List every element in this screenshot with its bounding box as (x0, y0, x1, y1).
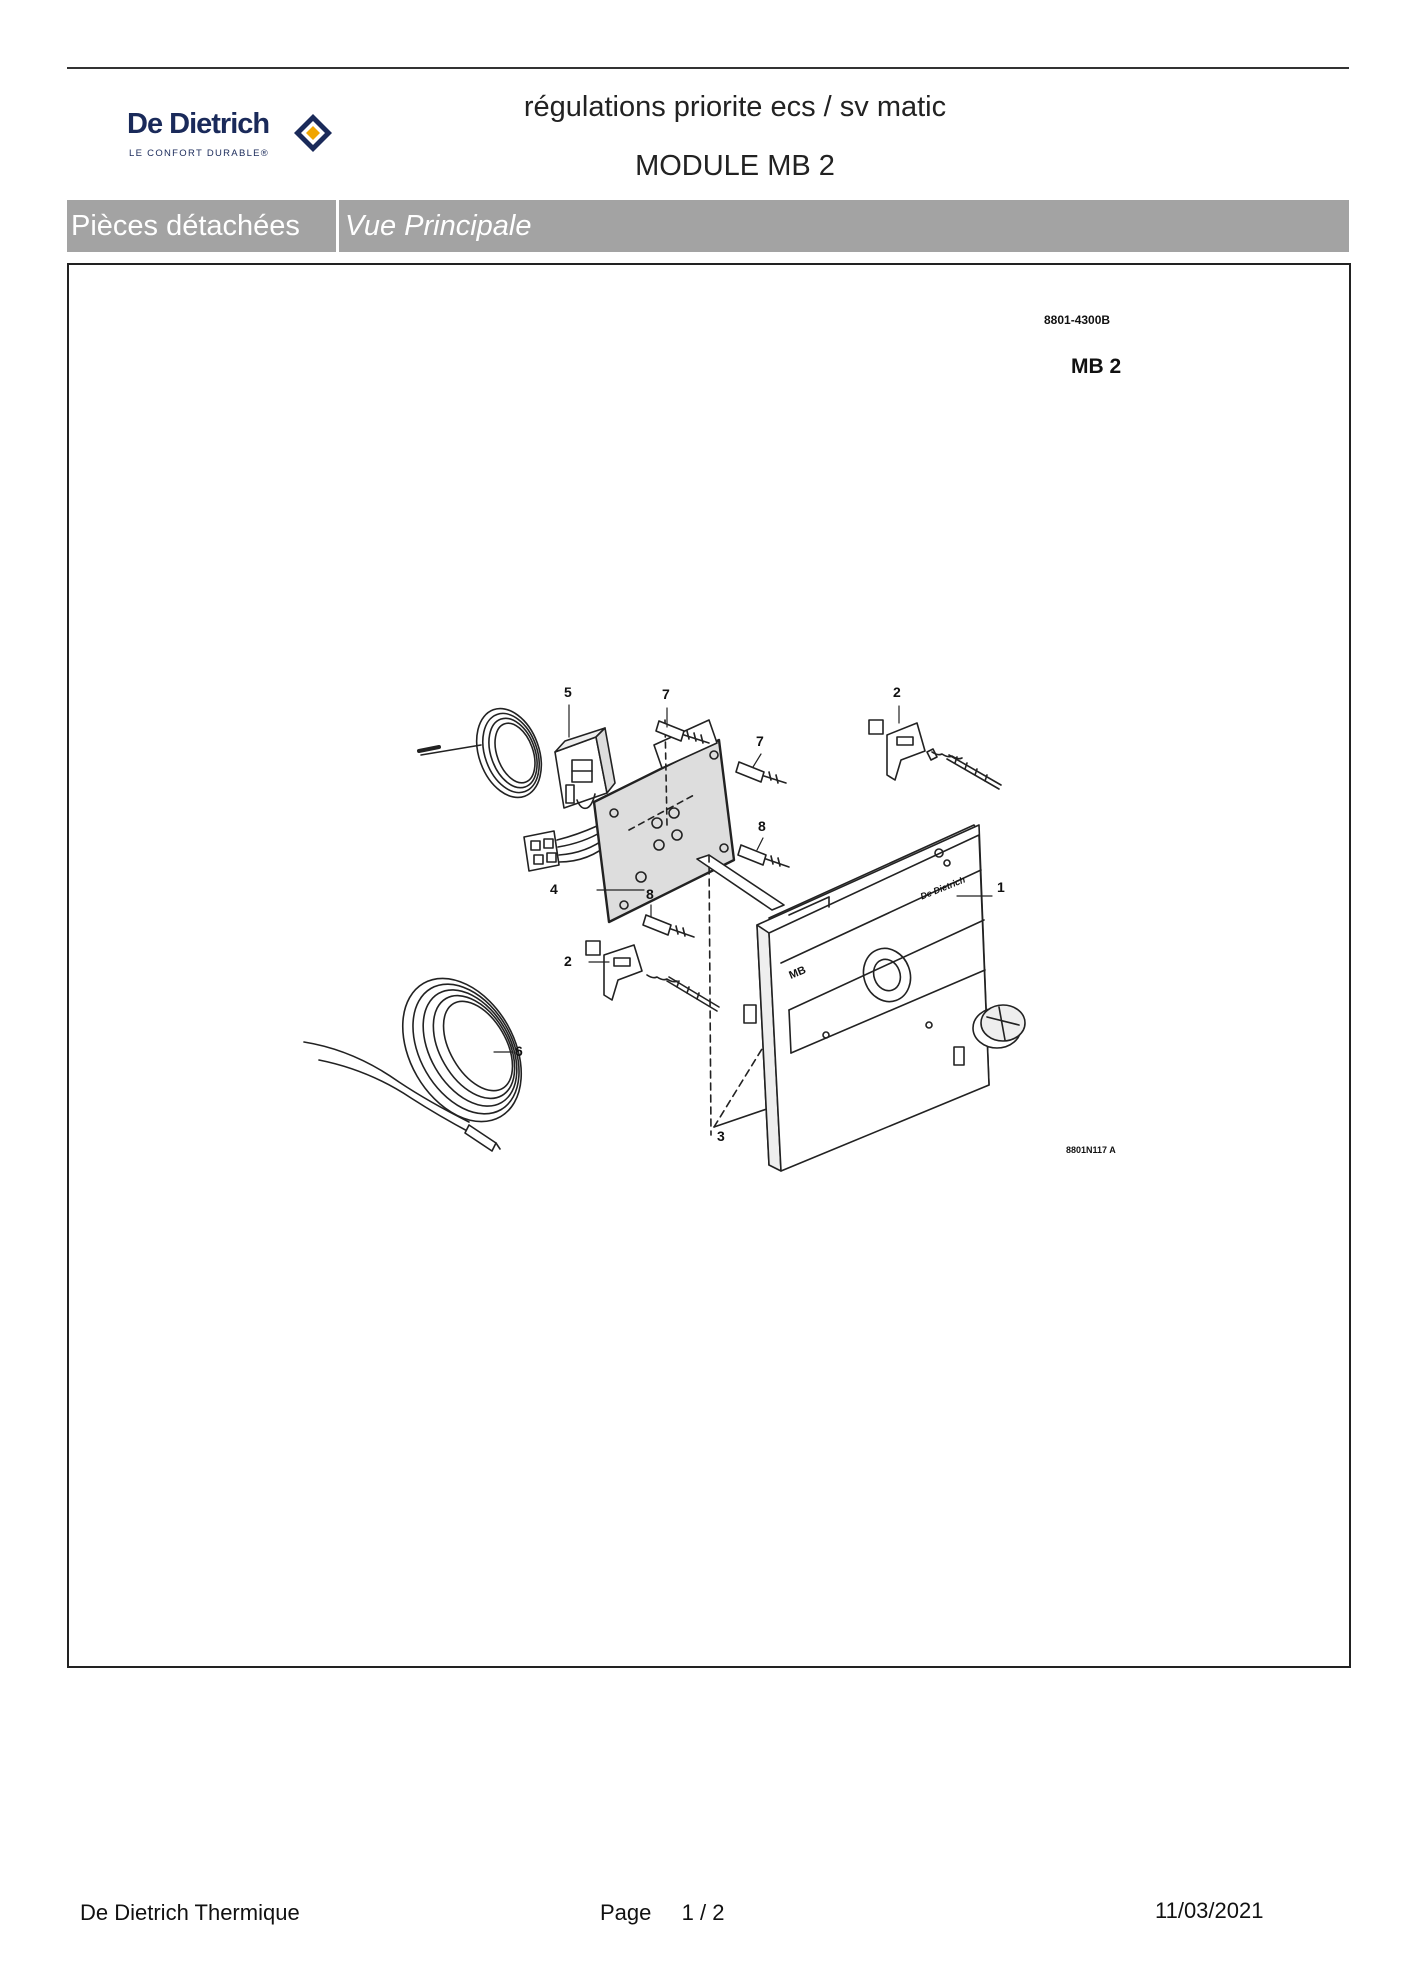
callout-leaders (493, 704, 993, 1053)
footer-date: 11/03/2021 (1155, 1898, 1264, 1923)
page-total: 2 (712, 1900, 725, 1925)
part-2-bracket-lower (585, 940, 720, 1012)
callout-2-upper: 2 (893, 684, 901, 700)
part-2-bracket-upper (868, 719, 1002, 790)
tab-spare-parts[interactable]: Pièces détachées (71, 210, 300, 242)
callout-7-right: 7 (756, 733, 764, 749)
callout-4: 4 (550, 881, 558, 897)
model-label: MB 2 (1071, 355, 1122, 378)
part-5-thermostat (417, 707, 616, 810)
footer-pagination: Page 1 / 2 (600, 1900, 725, 1926)
callout-8-lower: 8 (646, 886, 654, 902)
exploded-view-frame: 8801-4300B MB 2 8801N117 A MB De Dietric… (67, 263, 1351, 1668)
part-8-screws (642, 844, 790, 938)
document-title: régulations priorite ecs / sv matic (523, 91, 947, 123)
part-6-sensor-coil (303, 977, 523, 1152)
part-4-circuit-board (592, 719, 736, 924)
callout-6: 6 (515, 1043, 523, 1059)
page-current: 1 (681, 1900, 694, 1925)
section-bar: Pièces détachées Vue Principale (67, 200, 1349, 252)
callout-5: 5 (564, 684, 572, 700)
part-7-screws (655, 720, 787, 784)
callout-8-upper: 8 (758, 818, 766, 834)
connector-block (523, 825, 612, 872)
page-label: Page (600, 1900, 652, 1925)
module-title: MODULE MB 2 (635, 150, 835, 182)
reference-code: 8801-4300B (1044, 313, 1111, 327)
diamond-logo-icon (294, 114, 332, 152)
callout-2-lower: 2 (564, 953, 572, 969)
brand-logo: De Dietrich LE CONFORT DURABLE® (127, 108, 347, 164)
exploded-parts-diagram (303, 704, 1026, 1172)
brand-tagline: LE CONFORT DURABLE® (129, 148, 270, 159)
brand-name: De Dietrich (127, 108, 270, 140)
page-separator: / (700, 1900, 707, 1925)
callout-7-upper: 7 (662, 686, 670, 702)
header-top-rule (67, 67, 1349, 69)
footer-company: De Dietrich Thermique (80, 1900, 300, 1925)
control-knob (972, 1004, 1026, 1049)
tab-main-view[interactable]: Vue Principale (345, 210, 532, 242)
callout-1: 1 (997, 879, 1005, 895)
drawing-code: 8801N117 A (1066, 1145, 1116, 1155)
callout-3: 3 (717, 1128, 725, 1144)
part-1-front-panel (743, 824, 990, 1172)
tab-divider (336, 200, 339, 252)
